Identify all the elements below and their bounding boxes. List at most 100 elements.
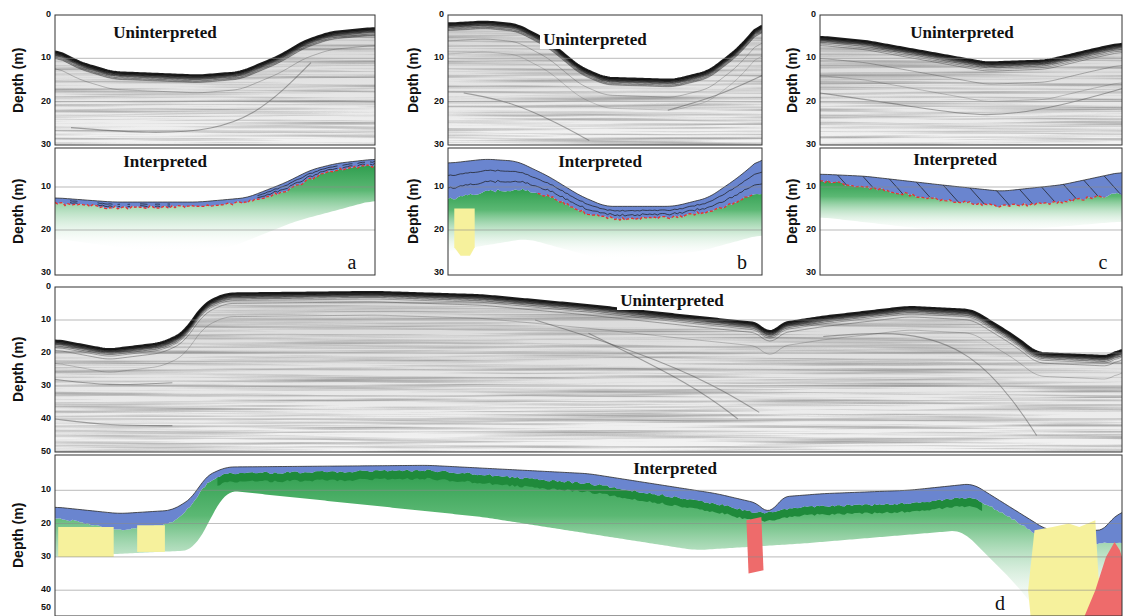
axis-title: Depth (m) <box>406 179 421 244</box>
subbottom-reflector <box>820 76 1122 101</box>
panel-frame <box>820 148 1122 275</box>
panel-frame <box>448 15 762 145</box>
yellow-body <box>137 525 165 552</box>
tick-label: 0 <box>439 10 444 20</box>
depth-gridline <box>820 58 1122 59</box>
depth-gridline <box>55 386 1122 387</box>
seafloor-reflector <box>448 26 762 84</box>
deep-reflector <box>55 379 172 384</box>
acoustic-texture <box>55 15 375 145</box>
clinoform-line <box>950 166 992 213</box>
interpreted-profile <box>55 148 375 275</box>
red-body <box>1081 542 1122 616</box>
depth-gridline <box>55 230 375 231</box>
panel-frame <box>820 15 1122 145</box>
tick-label: 20 <box>41 97 51 107</box>
depth-gridline <box>55 353 1122 354</box>
acoustic-texture <box>55 287 1122 452</box>
panel-heading: Interpreted <box>120 153 210 172</box>
deep-reflector <box>589 333 738 419</box>
depth-gridline <box>55 590 1122 591</box>
axis-title: Depth (m) <box>11 337 26 402</box>
panel-frame <box>55 148 375 275</box>
deep-reflector <box>464 93 590 141</box>
subbottom-reflector <box>55 315 1122 379</box>
depth-gridline <box>55 58 375 59</box>
panel-letter: d <box>995 592 1005 614</box>
blue-unit <box>820 173 1122 207</box>
tick-label: 0 <box>46 282 51 292</box>
tick-label: 40 <box>41 414 51 424</box>
depth-gridline <box>55 419 1122 420</box>
clinoform-line <box>829 166 871 213</box>
clinoform-line <box>853 166 895 213</box>
acoustic-texture <box>448 15 762 145</box>
clinoform-line <box>1095 166 1122 213</box>
seafloor-reflector <box>820 40 1122 65</box>
depth-gridline <box>55 320 1122 321</box>
axis-title: Depth (m) <box>11 47 26 112</box>
tick-label: 10 <box>41 182 51 192</box>
tick-label: 50 <box>41 447 51 457</box>
green-unit <box>55 165 375 251</box>
tick-label: 30 <box>434 268 444 278</box>
uninterpreted-profile <box>820 15 1122 150</box>
yellow-body <box>454 209 474 256</box>
deep-reflector <box>55 419 172 426</box>
tick-label: 10 <box>806 53 816 63</box>
tick-label: 20 <box>806 225 816 235</box>
seafloor-reflector <box>448 29 762 87</box>
tick-label: 20 <box>41 519 51 529</box>
tick-label: 30 <box>806 268 816 278</box>
depth-gridline <box>448 58 762 59</box>
tick-label: 20 <box>434 225 444 235</box>
depth-gridline <box>55 523 1122 524</box>
panel-frame <box>55 287 1122 452</box>
panel-frame <box>55 455 1122 616</box>
depth-gridline <box>820 230 1122 231</box>
seafloor-line <box>820 173 1122 191</box>
clinoform-line <box>1071 166 1113 213</box>
yellow-body <box>58 527 113 557</box>
uninterpreted-profile <box>55 15 375 150</box>
unconformity-line <box>538 193 752 220</box>
tick-label: 20 <box>806 97 816 107</box>
internal-reflector <box>58 161 376 204</box>
tick-label: 30 <box>41 268 51 278</box>
axis-title: Depth (m) <box>785 47 800 112</box>
internal-reflector <box>448 180 762 216</box>
panel-heading: Uninterpreted <box>540 31 650 50</box>
tick-label: 10 <box>41 485 51 495</box>
interpreted-profile <box>805 148 1127 275</box>
tick-label: 20 <box>434 97 444 107</box>
uninterpreted-profile <box>448 15 762 150</box>
unconformity-line <box>820 180 1105 207</box>
tick-label: 40 <box>41 585 51 595</box>
seafloor-reflector <box>820 41 1122 66</box>
panel-frame <box>448 148 762 275</box>
depth-gridline <box>448 230 762 231</box>
axis-title: Depth (m) <box>785 179 800 244</box>
axis-title: Depth (m) <box>406 47 421 112</box>
tick-label: 10 <box>41 315 51 325</box>
seafloor-reflector <box>448 27 762 85</box>
panel-heading: Uninterpreted <box>110 24 220 43</box>
tick-label: 30 <box>41 381 51 391</box>
clinoform-line <box>820 166 847 213</box>
depth-gridline <box>55 490 1122 491</box>
blue-unit <box>55 159 375 208</box>
seafloor-reflector <box>820 42 1122 67</box>
seafloor-reflector <box>55 35 375 82</box>
tick-label: 30 <box>41 140 51 150</box>
clinoform-line <box>1047 166 1089 213</box>
panel-heading: Interpreted <box>555 153 645 172</box>
tick-label: 20 <box>41 225 51 235</box>
depth-gridline <box>55 187 375 188</box>
deep-reflector <box>823 334 1036 436</box>
blue-unit <box>55 465 1122 544</box>
seafloor-reflector <box>55 297 1122 361</box>
axis-title: Depth (m) <box>11 503 26 568</box>
tick-label: 50 <box>41 603 51 613</box>
